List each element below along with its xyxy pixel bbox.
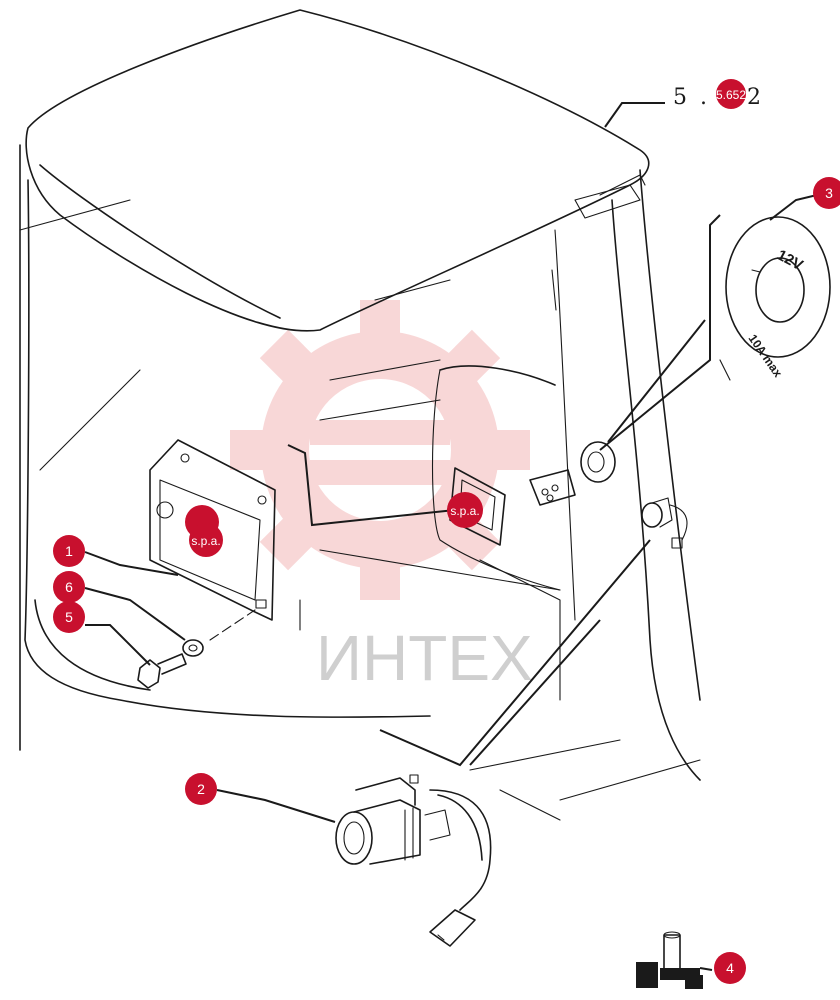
reference-overlay-badge: 5.652 xyxy=(716,79,746,109)
svg-text:5: 5 xyxy=(65,609,73,625)
svg-text:4: 4 xyxy=(726,960,734,976)
svg-text:2: 2 xyxy=(197,781,205,797)
lighter-socket-part xyxy=(335,774,492,947)
watermark-gear-icon xyxy=(230,300,530,600)
ring-voltage-label: 12V xyxy=(774,247,806,275)
socket-ring-small xyxy=(580,441,616,483)
watermark-badge-socket: s.p.a. xyxy=(447,492,483,528)
svg-text:5.652: 5.652 xyxy=(716,88,746,102)
callout-6: 6 xyxy=(53,571,85,603)
watermark-badge-panel: s.p.a. xyxy=(185,505,223,557)
ring-current-label: 10A max xyxy=(746,332,786,380)
callout-1: 1 xyxy=(53,535,85,567)
svg-text:s.p.a.: s.p.a. xyxy=(450,504,479,518)
callout-4: 4 xyxy=(714,952,746,984)
svg-text:1: 1 xyxy=(65,543,73,559)
bolt-part xyxy=(137,653,187,689)
cab-outline xyxy=(19,9,731,821)
watermark-text: ИНТЕХ xyxy=(316,622,533,694)
washer-part xyxy=(182,639,204,657)
callout-3: 3 xyxy=(813,177,840,209)
terminal-part xyxy=(636,931,703,989)
svg-text:s.p.a.: s.p.a. xyxy=(191,534,220,548)
switch-panel-part xyxy=(149,439,276,641)
voltage-ring-part: 12V 10A max xyxy=(725,216,831,380)
callout-5: 5 xyxy=(53,601,85,633)
leader-lines xyxy=(84,102,818,971)
svg-text:6: 6 xyxy=(65,579,73,595)
svg-text:3: 3 xyxy=(825,185,833,201)
socket-small-part xyxy=(641,497,688,549)
callout-2: 2 xyxy=(185,773,217,805)
connector-part xyxy=(529,469,576,506)
